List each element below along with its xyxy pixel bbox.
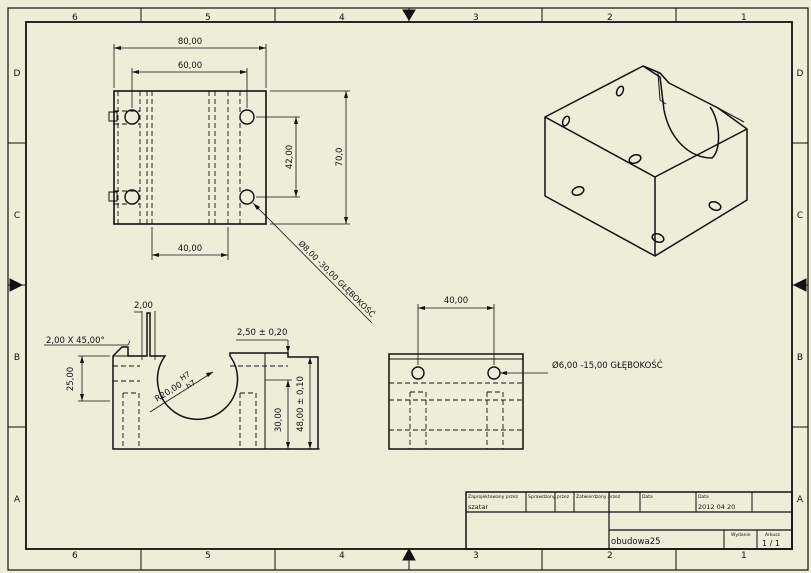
tb-sheet-value: 1 / 1 bbox=[762, 539, 780, 548]
dim-top-overall-width: 80,00 bbox=[178, 37, 202, 47]
zone-bottom-5: 5 bbox=[205, 551, 211, 561]
tb-accepted-label: Zatwierdzony przez bbox=[576, 494, 621, 500]
zone-bottom-2: 2 bbox=[607, 551, 613, 561]
zone-left-b: B bbox=[14, 353, 20, 363]
zone-right-a: A bbox=[797, 495, 804, 505]
dim-side-hole-spacing: 40,00 bbox=[444, 296, 468, 306]
dim-front-chamfer: 2,00 X 45,00° bbox=[46, 336, 105, 346]
iso-hole-3 bbox=[708, 200, 722, 212]
tb-edition-label: Wydanie bbox=[731, 532, 751, 538]
tb-checked-label: Sprawdzony przez bbox=[528, 494, 570, 500]
top-view bbox=[108, 44, 373, 324]
dim-front-inner-height: 30,00 bbox=[274, 408, 284, 432]
dim-top-height: 70,0 bbox=[335, 148, 345, 167]
inner-frame bbox=[25, 21, 793, 550]
dim-front-total-height: 48,00 ± 0,10 bbox=[296, 376, 306, 432]
dim-top-hole-vertical: 42,00 bbox=[285, 145, 295, 169]
tb-approved-label: Zaprojektowany przez bbox=[468, 494, 519, 500]
front-view bbox=[44, 311, 320, 450]
iso-hole-2 bbox=[571, 185, 585, 197]
zone-bottom-1: 1 bbox=[741, 551, 747, 561]
side-hole-note: Ø6,00 -15,00 GŁĘBOKOŚĆ bbox=[552, 359, 663, 371]
dim-front-fit-lower: h7 bbox=[184, 378, 197, 391]
tb-date-label: Data bbox=[698, 494, 709, 500]
side-hole-left bbox=[411, 366, 425, 380]
tb-sheet-label: Arkusz bbox=[765, 532, 781, 538]
zone-right-d: D bbox=[797, 69, 804, 79]
zone-bottom-3: 3 bbox=[473, 551, 479, 561]
zone-top-5: 5 bbox=[205, 13, 211, 23]
zone-top-4: 4 bbox=[339, 13, 345, 23]
zone-left-a: A bbox=[14, 495, 21, 505]
zone-right-c: C bbox=[797, 211, 803, 221]
zone-bottom-4: 4 bbox=[339, 551, 345, 561]
top-hole-note: Ø8,00 -30,00 GŁĘBOKOŚĆ bbox=[297, 238, 379, 320]
outer-frame bbox=[7, 7, 809, 571]
center-marks bbox=[8, 8, 808, 570]
zone-left-c: C bbox=[14, 211, 20, 221]
zone-top-2: 2 bbox=[607, 13, 613, 23]
iso-hole-1 bbox=[628, 153, 642, 165]
dim-front-slot-tolerance: 2,50 ± 0,20 bbox=[237, 328, 287, 338]
hole-top-left bbox=[124, 109, 140, 125]
zone-bottom-6: 6 bbox=[72, 551, 78, 561]
dim-top-hole-spacing: 60,00 bbox=[178, 61, 202, 71]
iso-side-hole-2 bbox=[615, 85, 625, 97]
side-view bbox=[388, 304, 548, 450]
iso-side-hole-1 bbox=[561, 115, 571, 127]
isometric-view bbox=[544, 65, 748, 257]
tb-date-value: 2012 04 20 bbox=[698, 503, 735, 511]
zone-top-3: 3 bbox=[473, 13, 479, 23]
tb-part-name: obudowa25 bbox=[611, 537, 661, 547]
dim-top-bottom: 40,00 bbox=[178, 244, 202, 254]
side-hole-right bbox=[487, 366, 501, 380]
zone-right-b: B bbox=[797, 353, 803, 363]
dim-front-left-height: 25,00 bbox=[66, 367, 76, 391]
tb-approved-value: szatar bbox=[468, 503, 488, 511]
dim-front-slot-width: 2,00 bbox=[134, 301, 153, 311]
iso-hole-4 bbox=[651, 232, 665, 244]
title-block bbox=[465, 491, 793, 550]
zone-top-1: 1 bbox=[741, 13, 747, 23]
hole-bottom-left bbox=[124, 189, 140, 205]
hole-top-right bbox=[239, 109, 255, 125]
zone-top-6: 6 bbox=[72, 13, 78, 23]
tb-date-small-label: Data bbox=[642, 494, 653, 500]
zone-ticks bbox=[8, 8, 808, 570]
hole-bottom-right bbox=[239, 189, 255, 205]
zone-left-d: D bbox=[14, 69, 21, 79]
